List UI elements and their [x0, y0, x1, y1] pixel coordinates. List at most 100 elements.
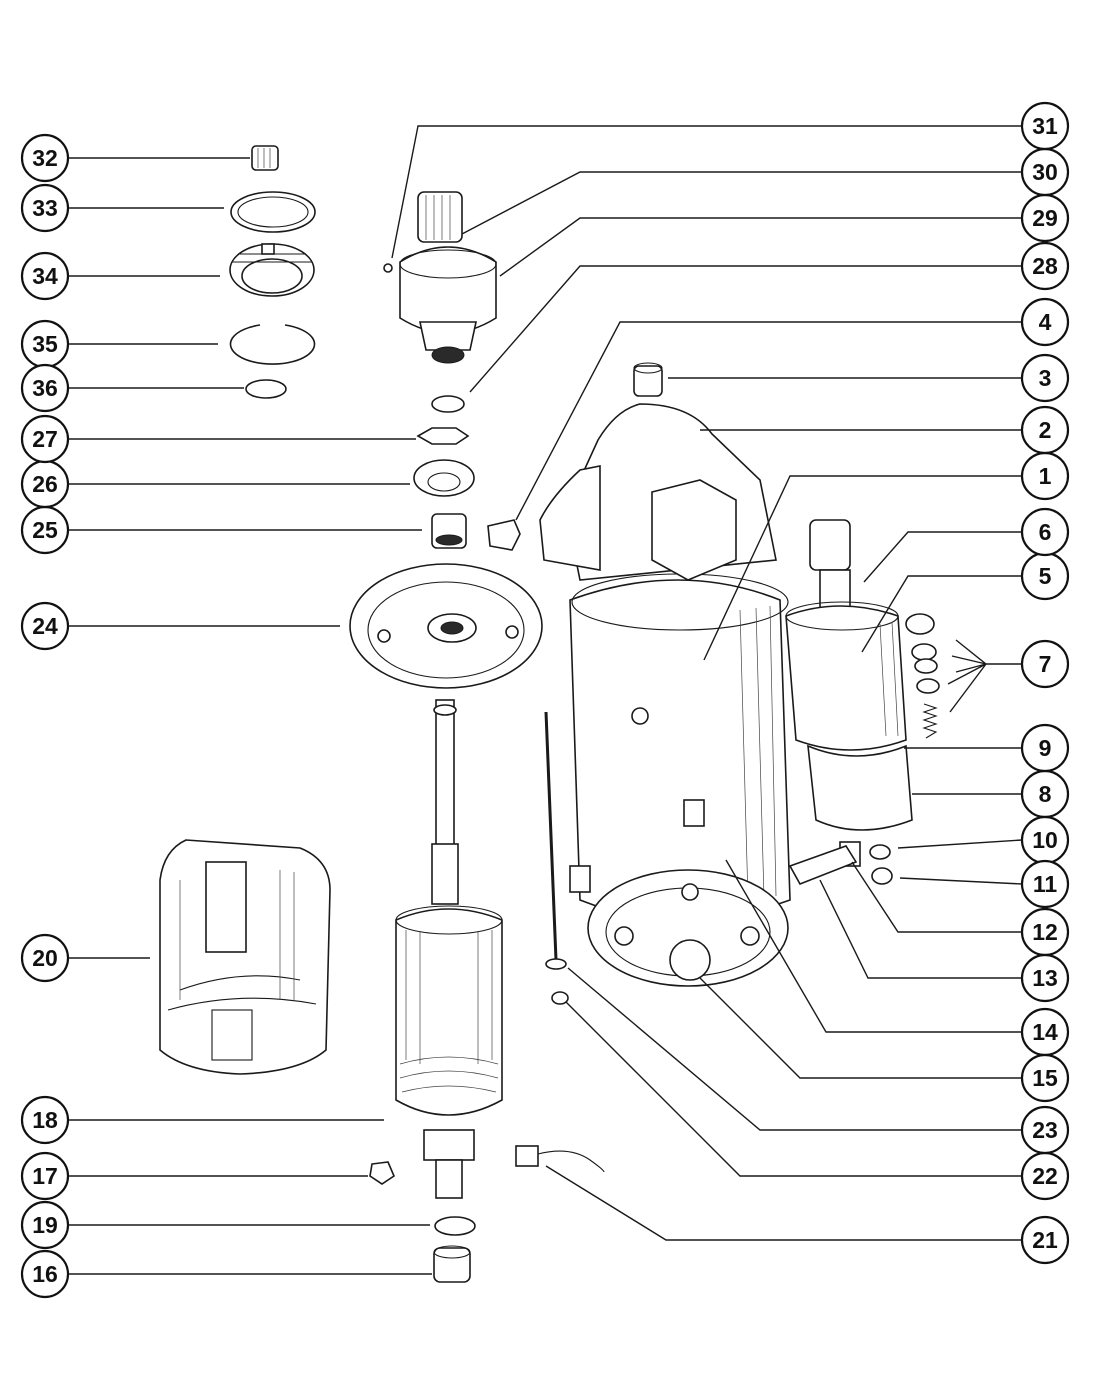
- callout-13: 13: [1020, 953, 1070, 1003]
- part-ring-33: [230, 191, 316, 233]
- part-brush-21: [515, 1145, 605, 1173]
- svg-text:8: 8: [1039, 781, 1052, 807]
- part-through-bolt-22: [544, 711, 569, 1005]
- callout-21: 21: [1020, 1215, 1070, 1265]
- callout-29: 29: [1020, 193, 1070, 243]
- callout-19: 19: [20, 1200, 70, 1250]
- part-ring-36: [245, 379, 287, 399]
- callout-23: 23: [1020, 1105, 1070, 1155]
- part-bush-25: [431, 513, 467, 549]
- callouts: 1 2 3 4 5 6 7 8 9 10 11 12 13 14 15 16 1…: [20, 101, 1070, 1299]
- callout-16: 16: [20, 1249, 70, 1299]
- part-commutator-end-14: [569, 865, 789, 987]
- part-bushing-32: [251, 145, 279, 171]
- part-screw-31: [383, 263, 393, 273]
- callout-8: 8: [1020, 769, 1070, 819]
- svg-text:23: 23: [1032, 1117, 1058, 1143]
- part-clip-17: [369, 1161, 395, 1185]
- parts-illustration: [159, 145, 940, 1283]
- svg-text:35: 35: [32, 331, 58, 357]
- callout-27: 27: [20, 414, 70, 464]
- part-solenoid-5: [785, 519, 913, 867]
- part-bracket-4: [487, 519, 521, 551]
- svg-text:20: 20: [32, 945, 58, 971]
- svg-text:24: 24: [32, 613, 58, 639]
- svg-text:18: 18: [32, 1107, 58, 1133]
- callout-33: 33: [20, 183, 70, 233]
- part-field-coils-20: [159, 839, 331, 1075]
- callout-24: 24: [20, 601, 70, 651]
- svg-text:7: 7: [1039, 651, 1052, 677]
- callout-4: 4: [1020, 297, 1070, 347]
- callout-14: 14: [1020, 1007, 1070, 1057]
- callout-3: 3: [1020, 353, 1070, 403]
- svg-text:28: 28: [1032, 253, 1058, 279]
- part-circlip-28: [431, 395, 465, 413]
- callout-9: 9: [1020, 723, 1070, 773]
- callout-20: 20: [20, 933, 70, 983]
- svg-text:16: 16: [32, 1261, 58, 1287]
- callout-25: 25: [20, 505, 70, 555]
- callout-17: 17: [20, 1151, 70, 1201]
- callout-28: 28: [1020, 241, 1070, 291]
- part-washer-10: [869, 844, 891, 860]
- svg-text:2: 2: [1039, 417, 1052, 443]
- callout-10: 10: [1020, 815, 1070, 865]
- svg-text:36: 36: [32, 375, 58, 401]
- svg-text:15: 15: [1032, 1065, 1058, 1091]
- svg-text:6: 6: [1039, 519, 1052, 545]
- part-bush-16: [433, 1245, 471, 1283]
- svg-text:31: 31: [1032, 113, 1058, 139]
- part-end-plate-24: [349, 563, 543, 689]
- callout-31: 31: [1020, 101, 1070, 151]
- svg-text:27: 27: [32, 426, 58, 452]
- svg-text:34: 34: [32, 263, 58, 289]
- callout-26: 26: [20, 459, 70, 509]
- svg-text:25: 25: [32, 517, 58, 543]
- svg-text:22: 22: [1032, 1163, 1058, 1189]
- part-collar-26: [413, 459, 475, 497]
- callout-12: 12: [1020, 907, 1070, 957]
- svg-text:30: 30: [1032, 159, 1058, 185]
- svg-text:5: 5: [1039, 563, 1052, 589]
- callout-30: 30: [1020, 147, 1070, 197]
- part-lock-plate-27: [416, 427, 470, 445]
- callout-11: 11: [1020, 859, 1070, 909]
- svg-text:26: 26: [32, 471, 58, 497]
- part-snap-ring-35: [229, 324, 316, 365]
- svg-text:19: 19: [32, 1212, 58, 1238]
- part-bush-3: [633, 362, 663, 397]
- part-strap-13: [788, 845, 858, 886]
- svg-text:33: 33: [32, 195, 58, 221]
- callout-22: 22: [1020, 1151, 1070, 1201]
- svg-text:3: 3: [1039, 365, 1052, 391]
- callout-1: 1: [1020, 451, 1070, 501]
- leader-lines: [68, 125, 1023, 1275]
- part-washer-19: [434, 1216, 476, 1236]
- callout-34: 34: [20, 251, 70, 301]
- callout-32: 32: [20, 133, 70, 183]
- part-housing-1: [539, 403, 791, 921]
- part-collar-34: [229, 243, 315, 297]
- svg-text:17: 17: [32, 1163, 58, 1189]
- svg-text:32: 32: [32, 145, 58, 171]
- part-drive-pinion-29: [399, 191, 497, 364]
- svg-text:21: 21: [1032, 1227, 1058, 1253]
- svg-text:14: 14: [1032, 1019, 1058, 1045]
- svg-text:12: 12: [1032, 919, 1058, 945]
- svg-text:9: 9: [1039, 735, 1052, 761]
- part-washers-7: [905, 613, 940, 739]
- callout-2: 2: [1020, 405, 1070, 455]
- callout-35: 35: [20, 319, 70, 369]
- callout-6: 6: [1020, 507, 1070, 557]
- svg-text:13: 13: [1032, 965, 1058, 991]
- svg-text:1: 1: [1039, 463, 1052, 489]
- callout-5: 5: [1020, 551, 1070, 601]
- part-nut-11: [871, 867, 893, 885]
- svg-text:10: 10: [1032, 827, 1058, 853]
- svg-text:11: 11: [1033, 871, 1058, 897]
- callout-7: 7: [1020, 639, 1070, 689]
- svg-text:29: 29: [1032, 205, 1058, 231]
- callout-15: 15: [1020, 1053, 1070, 1103]
